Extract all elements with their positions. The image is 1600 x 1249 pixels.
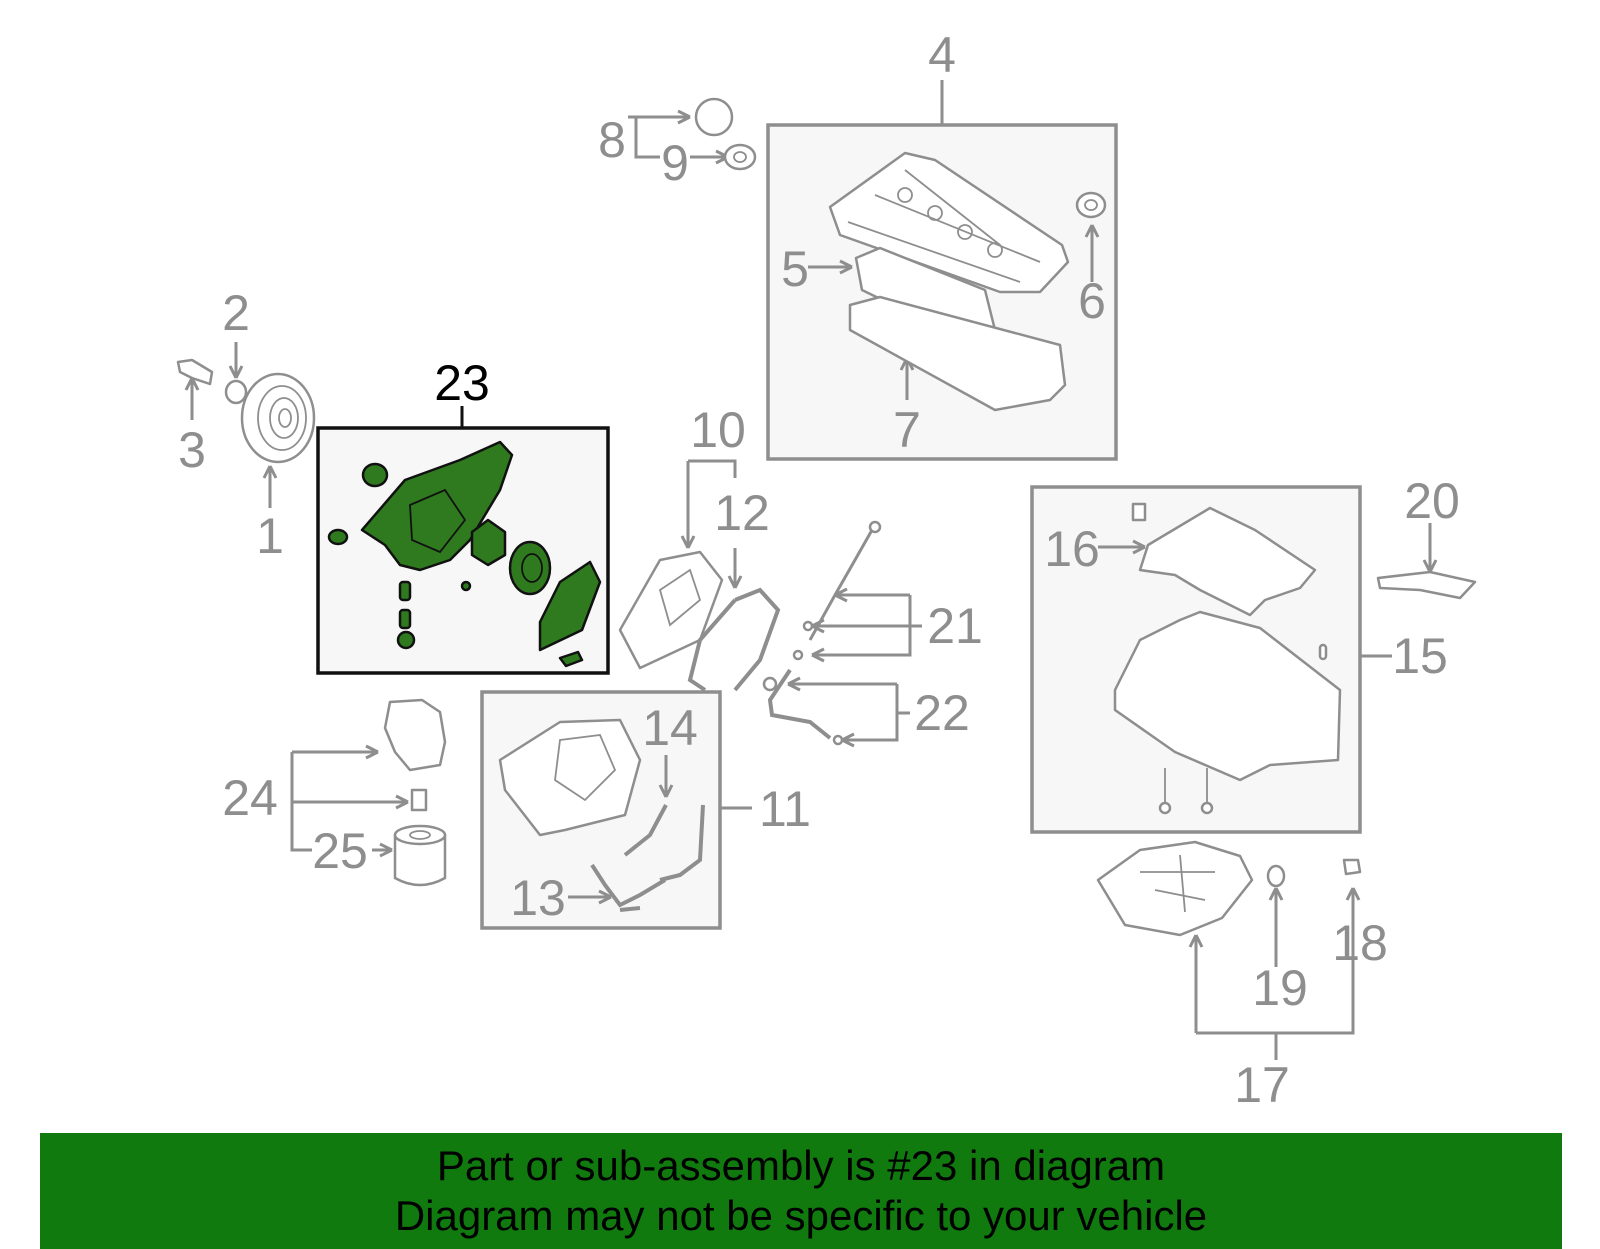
- oil-filter-adapter-part-24: [383, 698, 447, 772]
- seal-part-9: [723, 143, 757, 171]
- oil-pan-lower-part-17: [1096, 840, 1254, 937]
- banner-line-2: Diagram may not be specific to your vehi…: [394, 1192, 1208, 1239]
- callout-11: 11: [759, 781, 811, 837]
- oil-filter-part-25: [393, 824, 447, 887]
- callout-2: 2: [222, 285, 250, 341]
- callout-5: 5: [781, 241, 809, 297]
- crank-pulley-part-1: [240, 372, 316, 464]
- callout-1: 1: [256, 508, 284, 564]
- timing-gasket-part-12: [687, 587, 781, 692]
- callout-3: 3: [178, 422, 206, 478]
- info-banner: Part or sub-assembly is #23 in diagram D…: [40, 1133, 1562, 1249]
- callout-10: 10: [690, 402, 746, 458]
- bolt-part-3: [176, 358, 214, 386]
- timing-cover-part-10: [618, 550, 724, 670]
- drain-plug-part-18: [1342, 858, 1362, 876]
- callout-12: 12: [714, 485, 770, 541]
- callout-16: 16: [1044, 521, 1100, 577]
- callout-25: 25: [312, 823, 368, 879]
- callout-24: 24: [222, 770, 278, 826]
- callout-4: 4: [928, 27, 956, 83]
- callout-23: 23: [434, 355, 490, 411]
- washer-part-19: [1266, 864, 1286, 888]
- callout-21: 21: [927, 598, 983, 654]
- bracket-part-20: [1376, 570, 1477, 600]
- banner-line-1: Part or sub-assembly is #23 in diagram: [436, 1142, 1166, 1189]
- callout-numbers: 4 8 9 5 6 7 2 3 1 23 10 12 21 22 14 11 1…: [178, 27, 1460, 1113]
- callout-6: 6: [1078, 273, 1106, 329]
- callout-9: 9: [661, 135, 689, 191]
- callout-13: 13: [510, 870, 566, 926]
- callout-18: 18: [1332, 915, 1388, 971]
- oil-pan-upper-part-15: [1113, 610, 1342, 782]
- callout-20: 20: [1404, 473, 1460, 529]
- callout-15: 15: [1392, 628, 1448, 684]
- oil-pump-assembly-part-23[interactable]: [327, 440, 602, 668]
- seal-part-6: [1075, 191, 1107, 219]
- o-ring-part-8: [694, 97, 734, 137]
- dipstick-tube-part-22: [767, 668, 832, 740]
- callout-7: 7: [893, 402, 921, 458]
- valve-cover-gasket-part-7: [848, 295, 1067, 412]
- oil-baffle-part-16: [1138, 506, 1317, 617]
- callout-22: 22: [914, 685, 970, 741]
- callout-8: 8: [598, 112, 626, 168]
- callout-17: 17: [1234, 1057, 1290, 1113]
- washer-part-2: [224, 379, 248, 405]
- callout-14: 14: [642, 700, 698, 756]
- callout-19: 19: [1252, 960, 1308, 1016]
- gasket-part-14: [623, 804, 705, 882]
- gasket-part-13: [590, 863, 667, 912]
- leader-lines: [184, 80, 1438, 1060]
- dipstick-part-21: [808, 529, 874, 641]
